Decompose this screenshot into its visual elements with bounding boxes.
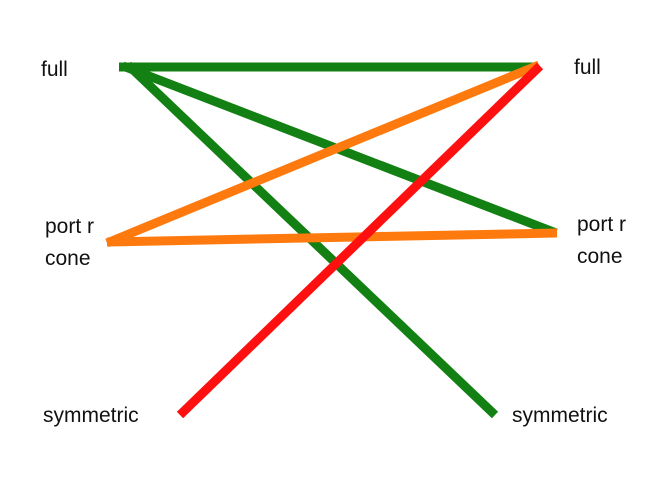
left-port-label-line1: port r: [45, 215, 95, 238]
left-full-label: full: [41, 58, 68, 81]
line-left-symmetric-to-right-full: [176, 62, 544, 419]
right-symmetric-label: symmetric: [512, 404, 608, 427]
left-node-port-restricted-cone: port r cone: [45, 211, 94, 275]
right-port-label-line1: port r: [577, 213, 627, 236]
line-left-port-cone-to-right-full: [105, 60, 541, 248]
right-node-full: full: [574, 52, 601, 84]
left-port-label-line2: cone: [45, 247, 91, 270]
right-port-label-line2: cone: [577, 245, 623, 268]
left-node-symmetric: symmetric: [43, 400, 139, 432]
left-symmetric-label: symmetric: [43, 404, 139, 427]
right-node-symmetric: symmetric: [512, 400, 608, 432]
right-node-port-restricted-cone: port r cone: [577, 209, 626, 273]
line-left-port-cone-to-right-port-cone: [106, 228, 558, 247]
left-node-full: full: [41, 54, 68, 86]
right-full-label: full: [574, 56, 601, 79]
